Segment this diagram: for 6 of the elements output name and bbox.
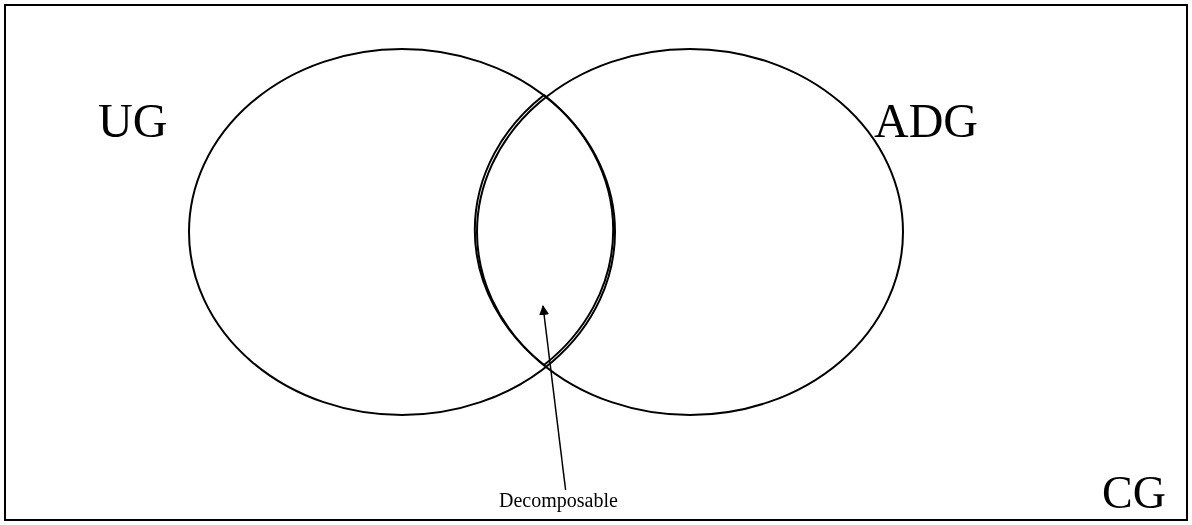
set-label: UG xyxy=(98,97,168,145)
leader-arrow xyxy=(539,305,567,491)
set-label: ADG xyxy=(874,97,978,145)
annotation-text: Decomposable xyxy=(499,490,618,510)
frame-border xyxy=(4,4,1188,521)
set-label: CG xyxy=(1102,470,1166,516)
